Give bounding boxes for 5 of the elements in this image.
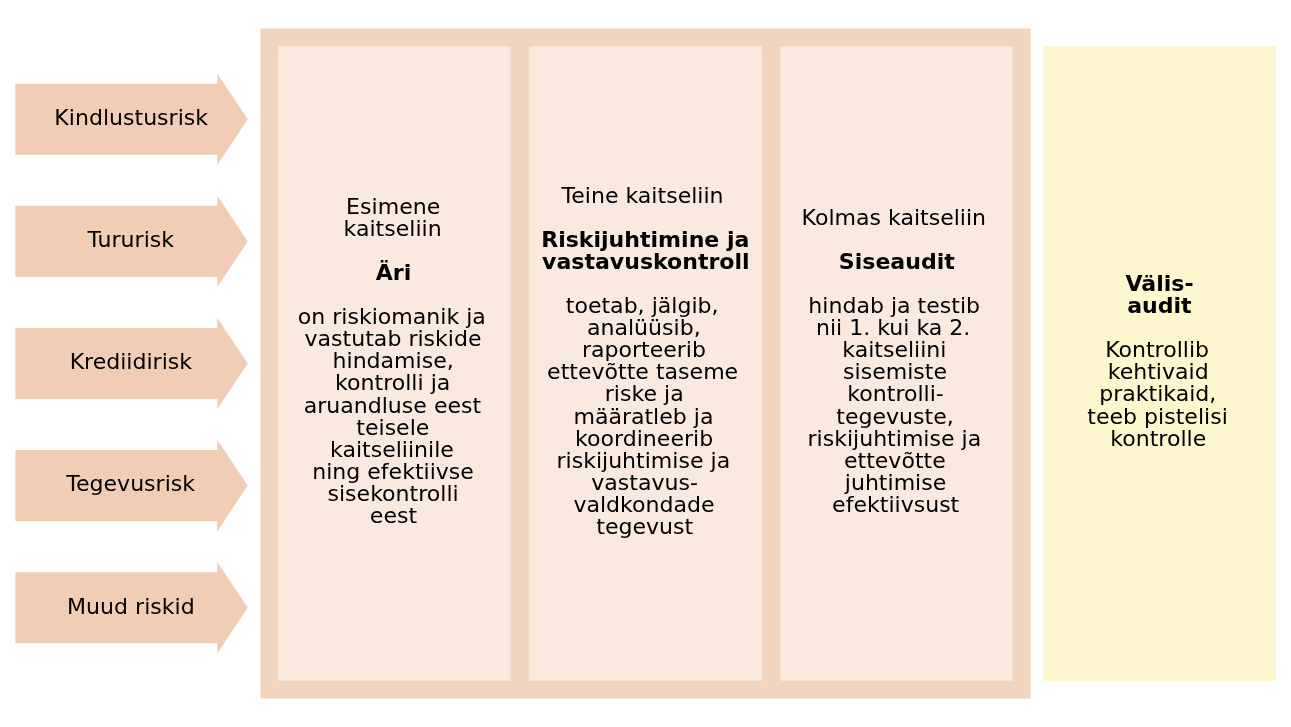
cluster	[260, 28, 1031, 699]
node-box: Esimene kaitseliin Äri on riskiomanik ja vastutab riskide hindamise, kontrolli ja aruandluse eest teisele kaitseliinile ning efektiivse sisekontrolli eest	[278, 46, 511, 681]
node-box: Välis- audit Kontrollib kehtivaid praktikaid, teeb pistelisi kontrolle	[1043, 46, 1276, 681]
node-box: Teine kaitseliin Riskijuhtimine ja vastavuskontroll toetab, jälgib, analüüsib, raporteerib ettevõtte taseme riske ja määratleb ja koordineerib riskijuhtimise ja vastavus- valdkondade tegevust	[529, 46, 762, 681]
node-box: Kolmas kaitseliin Siseaudit hindab ja testib nii 1. kui ka 2. kaitseliini sisemiste kontrolli- tegevuste, riskijuhtimise ja ettevõtte juhtimise efektiivsust	[780, 46, 1013, 681]
